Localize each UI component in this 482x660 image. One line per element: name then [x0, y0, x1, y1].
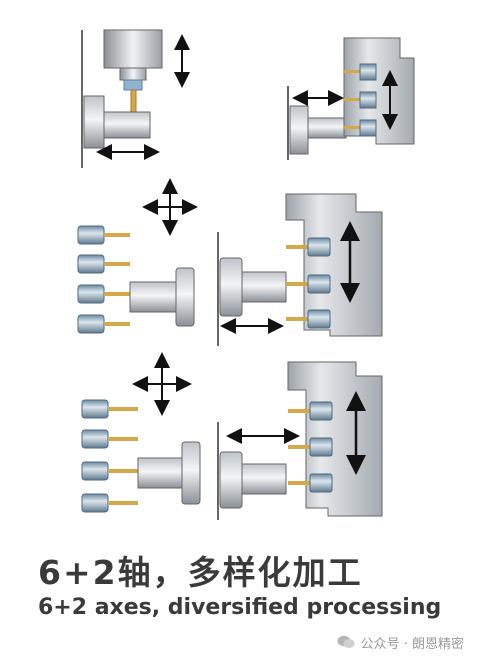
workpiece: [241, 463, 287, 495]
sub-spindle-chuck: [219, 451, 243, 509]
tool-column: [81, 399, 138, 513]
sub-spindle-chuck: [289, 105, 309, 155]
watermark: 公众号 · 朗恩精密: [337, 632, 464, 652]
main-spindle-chuck: [181, 441, 201, 505]
tool-row: [288, 401, 333, 493]
spindle-collar: [119, 67, 147, 81]
panel-sub-spindle-2: [217, 361, 383, 520]
tool-holder: [123, 79, 143, 91]
main-spindle-chuck: [175, 267, 195, 327]
wechat-icon: [337, 635, 355, 648]
panel-gang-tool-block: [287, 37, 415, 160]
panel-front-tools-2: [81, 352, 201, 513]
panel-front-tools: [77, 178, 198, 334]
tool-block: [287, 361, 383, 517]
tool-block: [285, 193, 383, 337]
title-english: 6+2 axes, diversified processing: [38, 595, 442, 620]
machining-diagram: [77, 29, 415, 520]
tool-row: [286, 237, 331, 329]
end-mill-tool: [130, 89, 137, 113]
title-chinese: 6+2轴，多样化加工: [38, 553, 363, 592]
cross-arrow: [132, 352, 192, 416]
panel-sub-spindle: [217, 193, 383, 346]
workpiece: [137, 457, 183, 489]
workpiece: [307, 117, 347, 139]
workpiece: [129, 281, 177, 313]
workpiece: [103, 111, 151, 139]
sub-spindle-chuck: [219, 257, 243, 317]
main-spindle-chuck: [83, 95, 105, 149]
vertical-spindle-head: [103, 29, 163, 69]
tool-row: [344, 63, 377, 137]
watermark-text: 公众号 · 朗恩精密: [360, 636, 464, 652]
tool-column: [77, 225, 130, 334]
cross-arrow: [142, 178, 198, 236]
panel-vertical-milling: [81, 29, 190, 168]
workpiece: [241, 271, 287, 303]
